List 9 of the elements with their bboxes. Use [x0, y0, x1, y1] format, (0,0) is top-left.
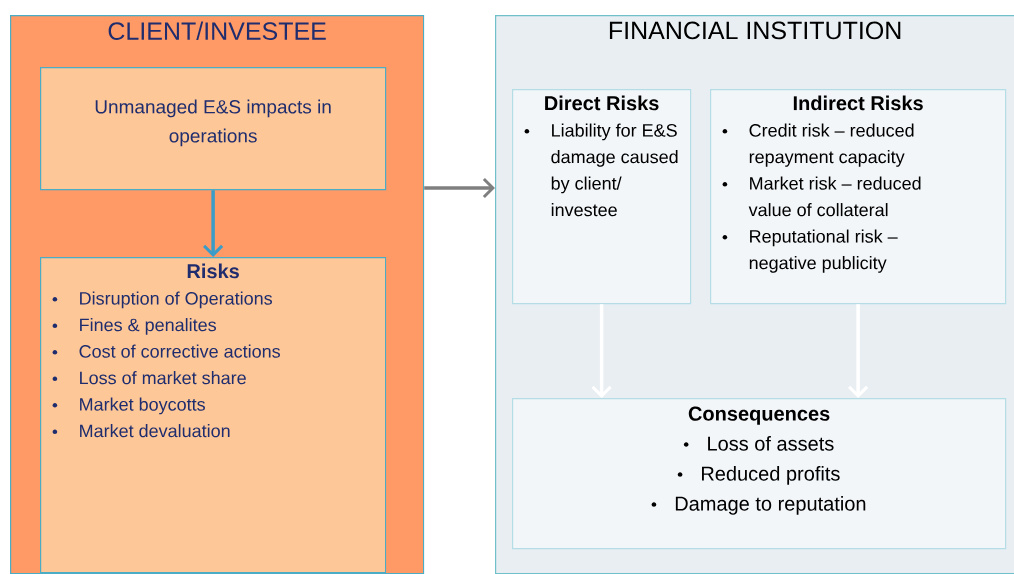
risk-box: Direct Risks Liability for E&S damage caused by client/ investee	[512, 89, 692, 305]
risk-box: Indirect Risks Credit risk – reduced repayment capacity Market risk – reduced value of collateral Reputational risk – negative publicity	[710, 89, 1007, 305]
arrow	[591, 304, 612, 398]
arrow	[848, 304, 869, 398]
arrow	[424, 177, 495, 199]
arrow	[203, 190, 224, 257]
consequence-box: Consequences Loss of assets Reduced profits Damage to reputation	[512, 398, 1007, 550]
process-box: Unmanaged E&S impacts in operations	[40, 67, 387, 191]
risk-box: Risks Disruption of Operations Fines & penalites Cost of corrective actions Loss of market share Market boycotts Market devaluation	[40, 257, 387, 574]
